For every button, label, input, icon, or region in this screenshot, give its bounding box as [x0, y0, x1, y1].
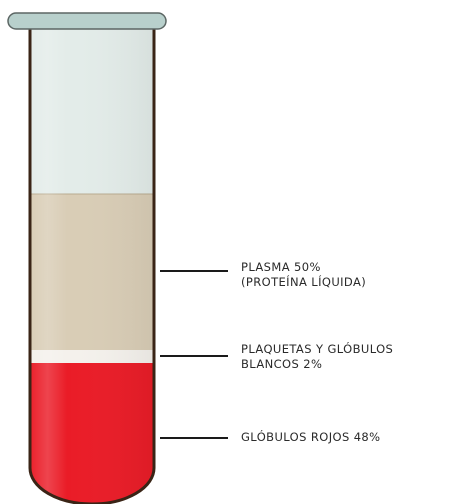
red-cells-leader-line: [160, 437, 228, 439]
buffy-coat-leader-line: [160, 355, 228, 357]
plasma-label-line2: (PROTEÍNA LÍQUIDA): [241, 275, 366, 290]
plasma-leader-line: [160, 270, 228, 272]
tube-rim: [8, 13, 166, 29]
red-cells-label: GLÓBULOS ROJOS 48%: [241, 430, 380, 445]
buffy-coat-label-line2: BLANCOS 2%: [241, 357, 393, 372]
plasma-label: PLASMA 50% (PROTEÍNA LÍQUIDA): [241, 260, 366, 290]
red-cells-label-line1: GLÓBULOS ROJOS 48%: [241, 430, 380, 445]
buffy-coat-label-line1: PLAQUETAS Y GLÓBULOS: [241, 342, 393, 357]
glass-shine: [28, 20, 158, 504]
plasma-label-line1: PLASMA 50%: [241, 260, 366, 275]
buffy-coat-label: PLAQUETAS Y GLÓBULOS BLANCOS 2%: [241, 342, 393, 372]
